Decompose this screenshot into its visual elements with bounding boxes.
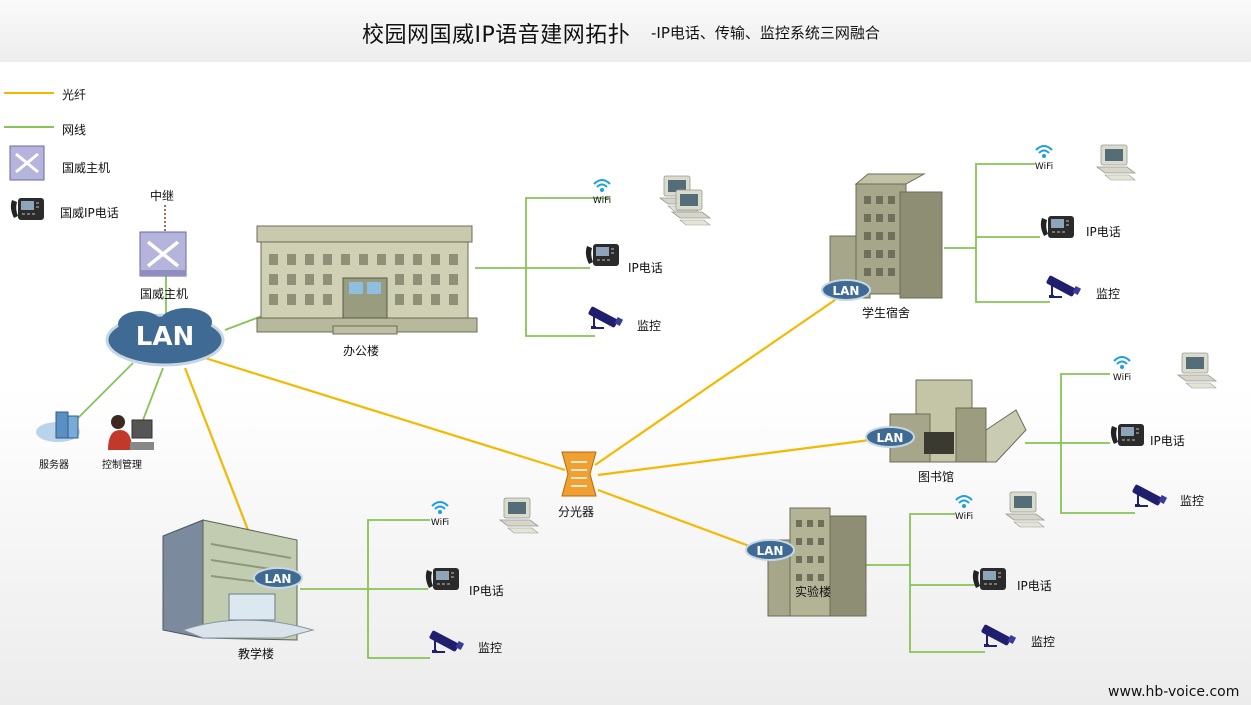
lab-phone-icon [972, 568, 1006, 590]
dorm-wifi-label: WiFi [1034, 162, 1054, 172]
control-management-icon [108, 415, 154, 450]
legend-cable-label: 网线 [62, 123, 87, 137]
fiber-links [183, 299, 871, 552]
lab-camera-label: 监控 [1031, 635, 1056, 649]
footer-url: www.hb-voice.com [1108, 684, 1240, 700]
legend-host-label: 国威主机 [62, 161, 111, 175]
library-building-icon [889, 379, 1027, 463]
teaching-label: 教学楼 [238, 647, 275, 661]
office-building-icon [256, 225, 478, 335]
teaching-pc-icon [499, 497, 539, 534]
office-wifi-icon [593, 179, 611, 193]
server-icon [36, 411, 80, 442]
lab-phone-label: IP电话 [1017, 579, 1052, 593]
teaching-wifi-label: WiFi [430, 518, 450, 528]
teaching-phone-icon [425, 568, 459, 590]
office-pc2-icon [671, 189, 711, 226]
lab-label: 实验楼 [795, 585, 832, 599]
host-switch-icon [139, 231, 187, 277]
library-wifi-label: WiFi [1112, 373, 1132, 383]
lab-camera-icon [979, 623, 1018, 648]
library-label: 图书馆 [918, 470, 955, 484]
legend-fiber-label: 光纤 [62, 88, 87, 102]
office-label: 办公楼 [343, 344, 380, 358]
office-wifi-label: WiFi [592, 196, 612, 206]
lab-lan-label: LAN [756, 544, 784, 558]
library-pc-icon [1177, 352, 1217, 389]
main-lan-label: LAN [135, 322, 195, 352]
library-phone-label: IP电话 [1150, 434, 1185, 448]
dorm-phone-icon [1040, 216, 1074, 238]
lab-pc-icon [1005, 491, 1045, 528]
office-phone-icon [585, 244, 619, 266]
splitter-icon [561, 451, 597, 497]
legend-ip-phone-icon [10, 198, 44, 220]
library-camera-label: 监控 [1180, 494, 1205, 508]
lab-wifi-label: WiFi [954, 512, 974, 522]
page-subtitle: -IP电话、传输、监控系统三网融合 [651, 24, 880, 42]
teaching-building-icon [162, 519, 315, 641]
page-title: 校园网国威IP语音建网拓扑 [362, 23, 631, 48]
library-lan-label: LAN [876, 431, 904, 445]
library-phone-icon [1110, 424, 1144, 446]
server-label: 服务器 [39, 460, 69, 471]
legend-switch-icon [9, 145, 45, 181]
dorm-wifi-icon [1035, 145, 1053, 159]
legend-phone-label: 国威IP电话 [60, 206, 119, 220]
dorm-lan-label: LAN [832, 284, 860, 298]
dorm-phone-label: IP电话 [1086, 225, 1121, 239]
office-camera-icon [586, 305, 625, 330]
dorm-building-icon [829, 173, 943, 299]
library-camera-icon [1130, 483, 1169, 508]
teaching-camera-icon [427, 629, 466, 654]
splitter-label: 分光器 [558, 505, 595, 519]
teaching-camera-label: 监控 [478, 641, 503, 655]
office-phone-label: IP电话 [628, 261, 663, 275]
teaching-phone-label: IP电话 [469, 584, 504, 598]
dorm-label: 学生宿舍 [862, 306, 911, 320]
dorm-camera-icon [1044, 274, 1083, 299]
host-label: 国威主机 [140, 287, 189, 301]
library-wifi-icon [1113, 356, 1131, 370]
control-label: 控制管理 [102, 460, 142, 471]
relay-label: 中继 [150, 189, 175, 203]
dorm-pc-icon [1096, 144, 1136, 181]
lab-building-icon [767, 507, 867, 617]
title-bar: 校园网国威IP语音建网拓扑 -IP电话、传输、监控系统三网融合 [0, 0, 1251, 62]
teaching-lan-label: LAN [264, 572, 292, 586]
teaching-wifi-icon [431, 501, 449, 515]
main-lan-cloud-icon [105, 308, 225, 367]
office-camera-label: 监控 [637, 319, 662, 333]
lab-wifi-icon [955, 495, 973, 509]
dorm-camera-label: 监控 [1096, 287, 1121, 301]
